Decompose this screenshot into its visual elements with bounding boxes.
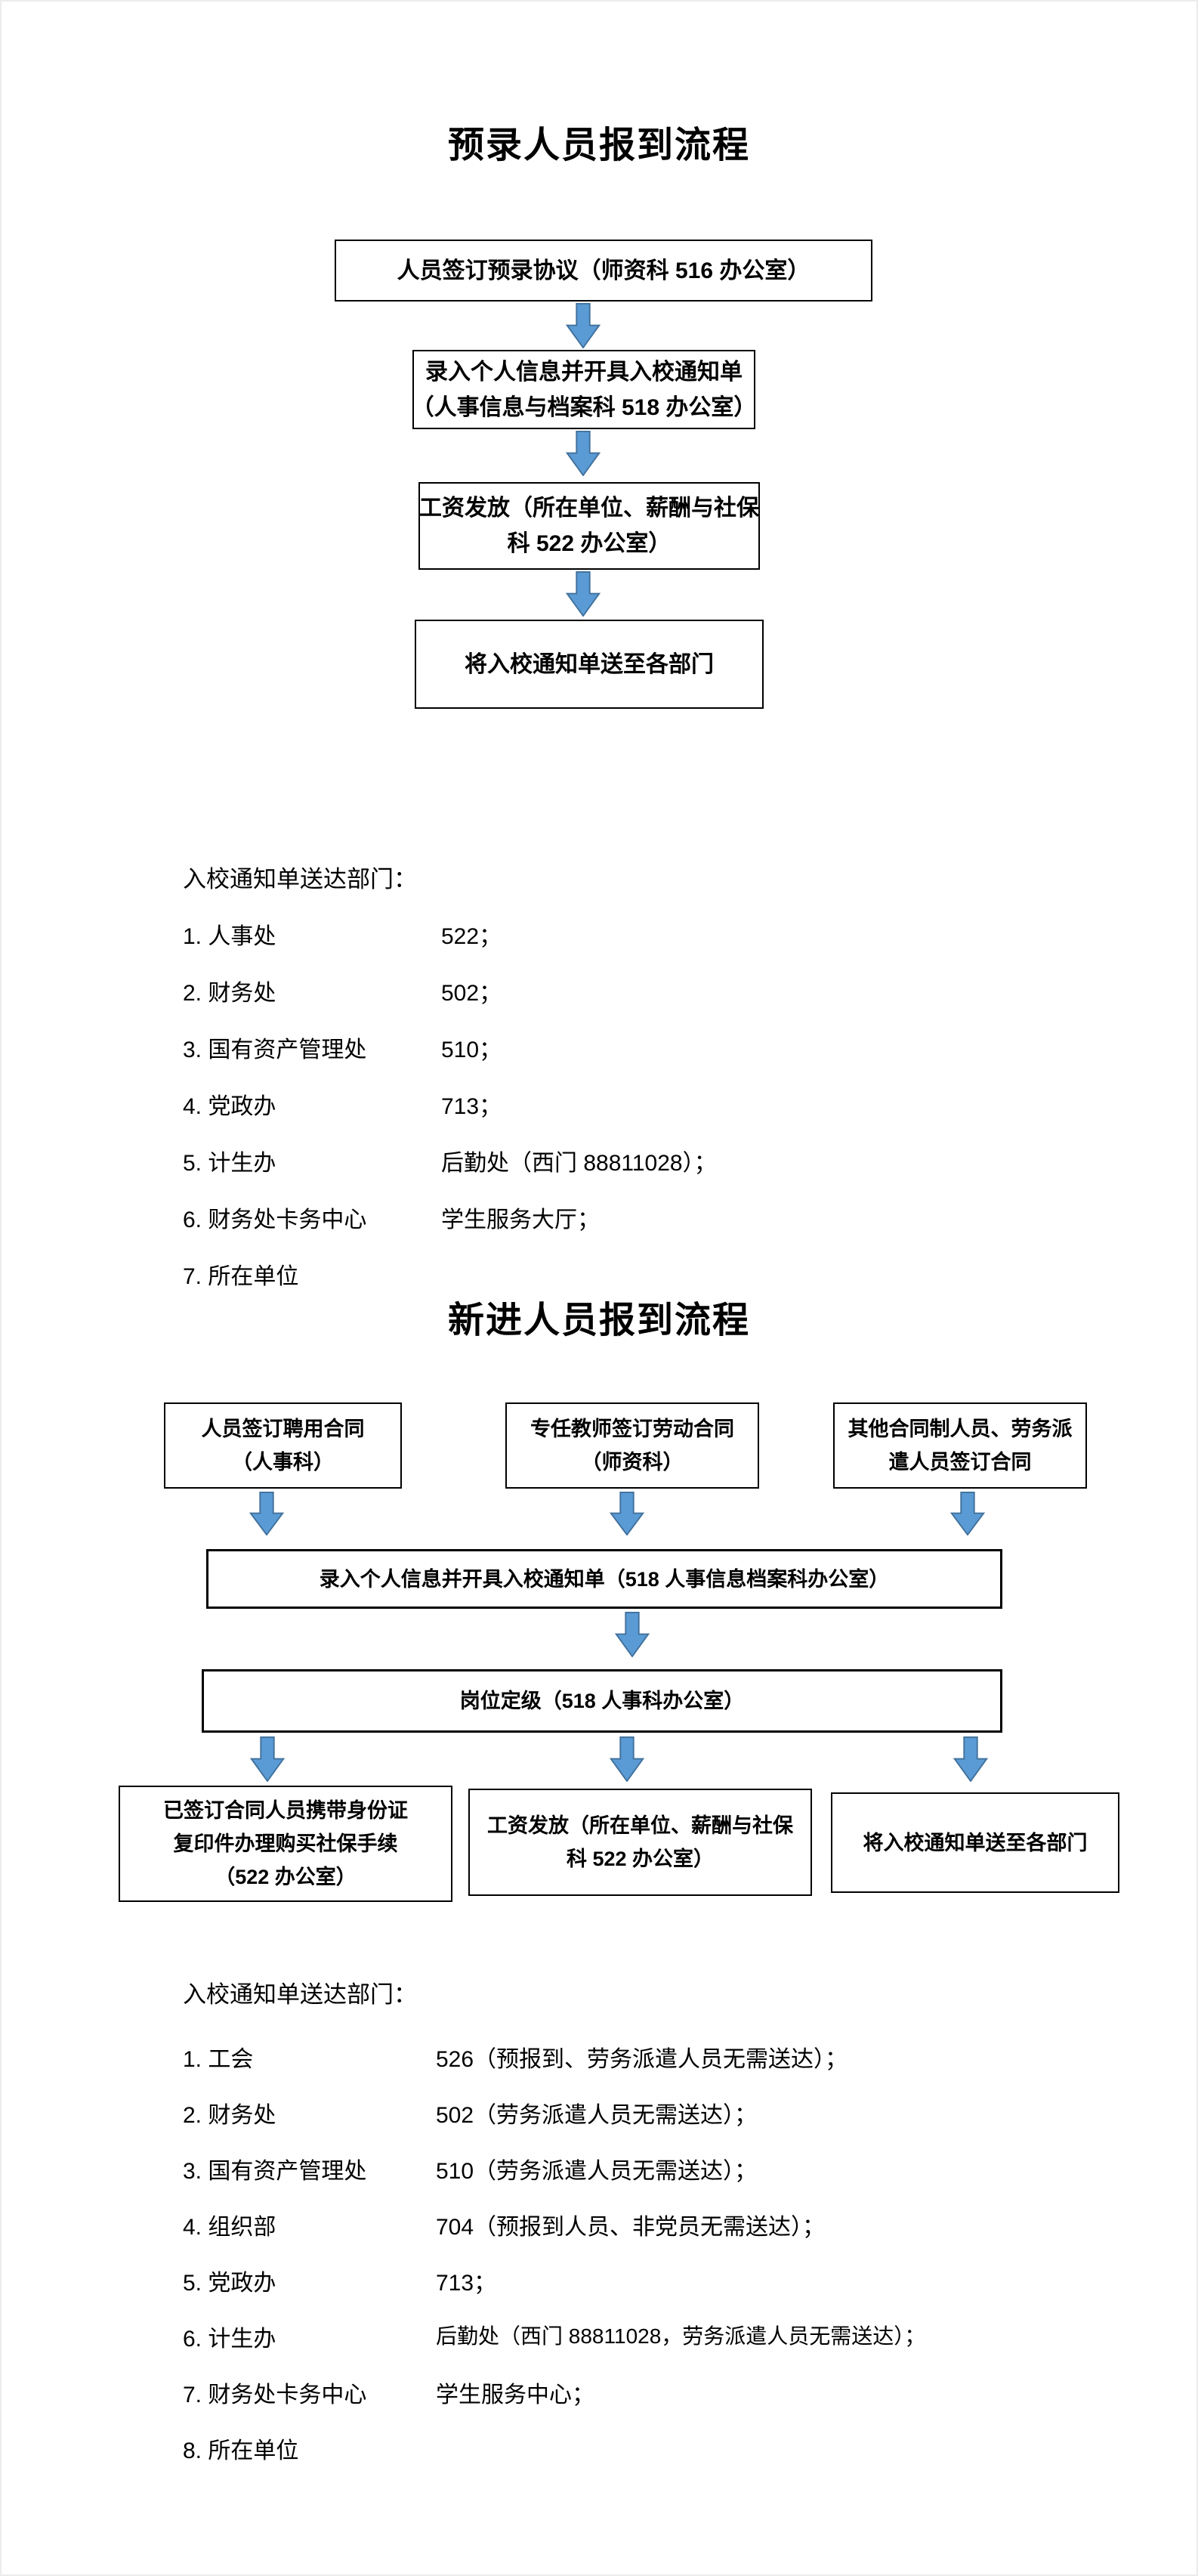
list-item: 2. 财务处 502； xyxy=(183,974,502,1007)
flowchart2-step-social-security: 已签订合同人员携带身份证 复印件办理购买社保手续 （522 办公室） xyxy=(119,1786,452,1902)
down-arrow-icon xyxy=(605,1736,649,1782)
list-item: 1. 人事处 522； xyxy=(183,917,502,951)
list-item: 3. 国有资产管理处 510； xyxy=(183,1031,502,1064)
list-item: 6. 财务处卡务中心 学生服务大厅； xyxy=(183,1201,600,1234)
list-item-label: 1. 工会 xyxy=(183,2047,254,2072)
list-item: 6. 计生办 后勤处（西门 88811028，劳务派遣人员无需送达）； xyxy=(183,2320,925,2353)
step-text-line: 工资发放（所在单位、薪酬与社保 xyxy=(487,1814,793,1837)
step-text-line: （人事信息与档案科 518 办公室） xyxy=(411,394,757,420)
list-item-label: 6. 计生办 xyxy=(183,2327,276,2352)
flowchart1-step-3: 工资发放（所在单位、薪酬与社保 科 522 办公室） xyxy=(418,482,760,570)
flowchart1-step-2: 录入个人信息并开具入校通知单 （人事信息与档案科 518 办公室） xyxy=(411,350,757,429)
list-item-label: 8. 所在单位 xyxy=(183,2438,299,2463)
down-arrow-icon xyxy=(245,1492,289,1535)
list-item: 5. 计生办 后勤处（西门 88811028）； xyxy=(183,1144,717,1177)
flowchart2-step-salary: 工资发放（所在单位、薪酬与社保 科 522 办公室） xyxy=(468,1789,812,1896)
flowchart2-title: 新进人员报到流程 xyxy=(447,1300,750,1341)
flowchart1-step-4: 将入校通知单送至各部门 xyxy=(415,620,764,709)
list-item-value: 502； xyxy=(441,981,502,1006)
flowchart2-step-enter-info: 录入个人信息并开具入校通知单（518 人事信息档案科办公室） xyxy=(206,1549,1002,1609)
list-item-label: 7. 所在单位 xyxy=(183,1264,299,1289)
list-item-value: 704（预报到人员、非党员无需送达）； xyxy=(436,2215,826,2240)
list-item: 4. 党政办 713； xyxy=(183,1087,502,1121)
step-text-line: 录入个人信息并开具入校通知单（518 人事信息档案科办公室） xyxy=(319,1567,890,1591)
list-item-value: 学生服务大厅； xyxy=(441,1208,600,1232)
list-item: 8. 所在单位 xyxy=(183,2432,436,2465)
list-item: 4. 组织部 704（预报到人员、非党员无需送达）； xyxy=(183,2208,825,2241)
step-text-line: 其他合同制人员、劳务派 xyxy=(848,1418,1073,1440)
flowchart2-step-contract-others: 其他合同制人员、劳务派 遣人员签订合同 xyxy=(833,1402,1087,1489)
list-item: 7. 所在单位 xyxy=(183,1257,441,1291)
flowchart2-step-contract-teachers: 专任教师签订劳动合同 （师资科） xyxy=(505,1402,759,1489)
flowchart2-step-deliver-notice: 将入校通知单送至各部门 xyxy=(831,1792,1119,1893)
list-item-label: 4. 组织部 xyxy=(183,2215,276,2240)
list-item-label: 1. 人事处 xyxy=(183,924,276,949)
list-header: 入校通知单送达部门： xyxy=(183,866,417,892)
list-header: 入校通知单送达部门： xyxy=(183,1981,417,2008)
list-item-value: 522； xyxy=(441,924,502,949)
step-text-line: （师资科） xyxy=(581,1451,684,1474)
down-arrow-icon xyxy=(949,1736,993,1782)
down-arrow-icon xyxy=(605,1492,649,1535)
step-text-line: 工资发放（所在单位、薪酬与社保 xyxy=(419,496,759,521)
list-item-label: 2. 财务处 xyxy=(183,981,276,1006)
step-text-line: 遣人员签订合同 xyxy=(888,1451,1032,1474)
list-item-value: 713； xyxy=(441,1094,502,1119)
flowchart1-step-1: 人员签订预录协议（师资科 516 办公室） xyxy=(335,240,872,302)
step-text-line: 岗位定级（518 人事科办公室） xyxy=(459,1690,745,1712)
list-item-label: 5. 党政办 xyxy=(183,2271,276,2296)
list-item-value: 510（劳务派遣人员无需送达）； xyxy=(436,2159,758,2184)
flowchart2-step-post-grading: 岗位定级（518 人事科办公室） xyxy=(202,1669,1002,1733)
list-item-label: 4. 党政办 xyxy=(183,1094,276,1119)
list-item-value: 学生服务中心； xyxy=(436,2383,594,2407)
list-item-value: 713； xyxy=(436,2271,497,2296)
step-text-line: （人事科） xyxy=(232,1451,334,1474)
step-text-line: 科 522 办公室） xyxy=(507,531,672,556)
step-text-line: 将入校通知单送至各部门 xyxy=(465,651,714,677)
down-arrow-icon xyxy=(610,1612,654,1657)
list-item: 5. 党政办 713； xyxy=(183,2264,496,2297)
step-text-line: 人员签订聘用合同 xyxy=(201,1418,365,1440)
list-item-label: 2. 财务处 xyxy=(183,2103,276,2128)
step-text-line: 录入个人信息并开具入校通知单 xyxy=(425,359,743,385)
down-arrow-icon xyxy=(561,571,605,617)
flowchart1-title: 预录人员报到流程 xyxy=(447,125,750,165)
step-text-line: （522 办公室） xyxy=(215,1866,357,1888)
step-text-line: 复印件办理购买社保手续 xyxy=(173,1832,398,1855)
list-item-value: 526（预报到、劳务派遣人员无需送达）； xyxy=(436,2047,848,2072)
step-text-line: 科 522 办公室） xyxy=(566,1848,715,1870)
list-item: 3. 国有资产管理处 510（劳务派遣人员无需送达）； xyxy=(183,2152,757,2185)
flowchart2-step-contract-personnel: 人员签订聘用合同 （人事科） xyxy=(164,1402,402,1489)
step-text-line: 将入校通知单送至各部门 xyxy=(863,1831,1088,1854)
list-item: 2. 财务处 502（劳务派遣人员无需送达）； xyxy=(183,2096,757,2129)
list-item-value: 后勤处（西门 88811028）； xyxy=(441,1151,717,1176)
list-item-value: 502（劳务派遣人员无需送达）； xyxy=(436,2103,758,2128)
down-arrow-icon xyxy=(561,303,605,348)
list-item-label: 7. 财务处卡务中心 xyxy=(183,2383,367,2407)
list-item-value: 后勤处（西门 88811028，劳务派遣人员无需送达）； xyxy=(436,2324,926,2348)
list-item: 7. 财务处卡务中心 学生服务中心； xyxy=(183,2376,594,2409)
list-item-label: 5. 计生办 xyxy=(183,1151,276,1176)
list-item-label: 3. 国有资产管理处 xyxy=(183,1038,367,1062)
step-text-line: 已签订合同人员携带身份证 xyxy=(163,1799,408,1822)
down-arrow-icon xyxy=(245,1736,289,1782)
step-text-line: 专任教师签订劳动合同 xyxy=(530,1418,734,1440)
list-item-label: 3. 国有资产管理处 xyxy=(183,2159,367,2184)
list-item-label: 6. 财务处卡务中心 xyxy=(183,1208,367,1232)
list-item: 1. 工会 526（预报到、劳务派遣人员无需送达）； xyxy=(183,2040,848,2073)
down-arrow-icon xyxy=(561,431,605,476)
list-item-value: 510； xyxy=(441,1038,502,1062)
step-text-line: 人员签订预录协议（师资科 516 办公室） xyxy=(397,258,811,283)
down-arrow-icon xyxy=(946,1492,990,1535)
